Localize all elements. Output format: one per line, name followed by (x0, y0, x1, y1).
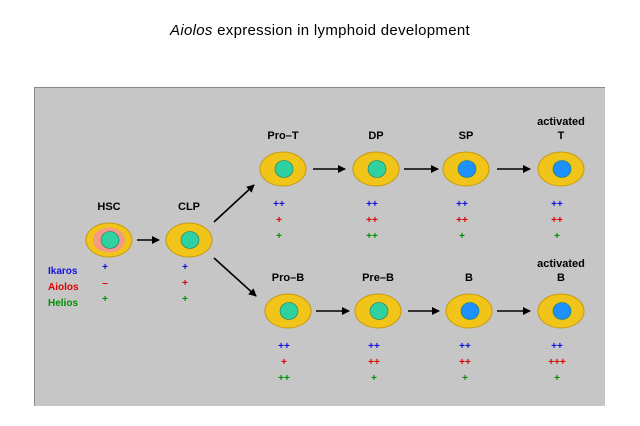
cell-label: activated (537, 116, 585, 128)
legend-helios: Helios (48, 298, 78, 309)
title-gene: Aiolos (170, 22, 213, 39)
cell-pro-b: Pro–B+++++ (264, 272, 312, 384)
title-rest: expression in lymphoid development (212, 22, 470, 39)
marker-ikaros: ++ (456, 199, 468, 210)
marker-ikaros: ++ (551, 199, 563, 210)
marker-ikaros: + (182, 262, 188, 273)
marker-ikaros: ++ (368, 341, 380, 352)
legend-aiolos: Aiolos (48, 282, 79, 293)
cell-nucleus (552, 160, 572, 178)
cell-label: Pro–B (272, 272, 304, 284)
arrows-group (137, 165, 531, 315)
cell-label: CLP (178, 201, 200, 213)
marker-helios: ++ (366, 231, 378, 242)
cell-pro-t: Pro–T++++ (259, 130, 307, 242)
cells-group: HSC+–+CLP+++Pro–T++++DP++++++SP+++++acti… (85, 116, 585, 384)
marker-aiolos: + (281, 357, 287, 368)
cell-label: DP (368, 130, 383, 142)
cell-clp: CLP + + + (165, 201, 213, 305)
marker-helios: + (459, 231, 465, 242)
cell-nucleus (457, 160, 477, 178)
cell-nucleus (279, 302, 299, 320)
legend-ikaros: Ikaros (48, 266, 78, 277)
marker-helios: + (554, 231, 560, 242)
cell-nucleus (100, 231, 120, 249)
marker-helios: + (276, 231, 282, 242)
marker-ikaros: + (102, 262, 108, 273)
marker-aiolos: + (276, 215, 282, 226)
marker-aiolos: ++ (459, 357, 471, 368)
cell-label: Pre–B (362, 272, 394, 284)
marker-ikaros: ++ (459, 341, 471, 352)
cell-nucleus (460, 302, 480, 320)
cell-nucleus (274, 160, 294, 178)
marker-helios: + (462, 373, 468, 384)
marker-aiolos: ++ (456, 215, 468, 226)
cell-b: B+++++ (445, 272, 493, 384)
cell-nucleus (367, 160, 387, 178)
cell-dp: DP ++ ++ ++ (352, 130, 400, 242)
cell-nucleus (180, 231, 200, 249)
cell-label: HSC (97, 201, 120, 213)
cell-label: Pro–T (267, 130, 298, 142)
cell-sp: SP+++++ (442, 130, 490, 242)
arrow-clp-to-pro-t (213, 184, 255, 223)
cell-label: B (557, 272, 565, 284)
marker-helios: + (371, 373, 377, 384)
marker-ikaros: ++ (551, 341, 563, 352)
marker-aiolos: – (102, 278, 108, 289)
cell-nucleus (369, 302, 389, 320)
marker-helios: + (182, 294, 188, 305)
marker-ikaros: ++ (273, 199, 285, 210)
cell-pre-b: Pre–B+++++ (354, 272, 402, 384)
cell-label: B (465, 272, 473, 284)
cell-label: T (558, 130, 565, 142)
marker-aiolos: ++ (368, 357, 380, 368)
cell-nucleus (552, 302, 572, 320)
marker-aiolos: ++ (366, 215, 378, 226)
marker-ikaros: ++ (278, 341, 290, 352)
marker-aiolos: ++ (551, 215, 563, 226)
marker-helios: + (554, 373, 560, 384)
cell-label: SP (459, 130, 474, 142)
marker-aiolos: +++ (548, 357, 566, 368)
marker-helios: ++ (278, 373, 290, 384)
marker-helios: + (102, 294, 108, 305)
arrow-clp-to-pro-b (213, 257, 257, 297)
marker-aiolos: + (182, 278, 188, 289)
diagram-title: Aiolos expression in lymphoid developmen… (0, 22, 640, 39)
cell-label: activated (537, 258, 585, 270)
cell-hsc: HSC + – + (85, 201, 133, 305)
marker-ikaros: ++ (366, 199, 378, 210)
